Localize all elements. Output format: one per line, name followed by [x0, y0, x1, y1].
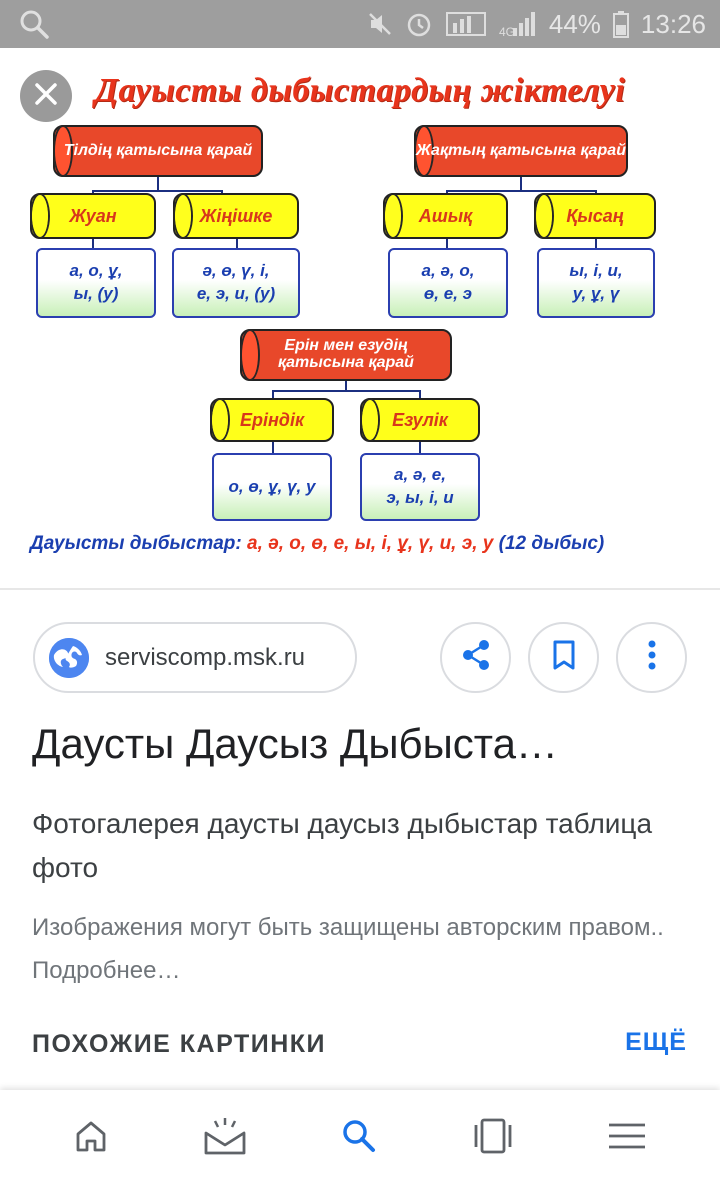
battery-icon — [612, 10, 629, 38]
nav-search[interactable] — [292, 1090, 426, 1187]
sounds-zhinishke: ә, ө, ү, і,е, э, и, (у) — [172, 248, 300, 318]
diagram-title: Дауысты дыбыстардың жіктелуі — [94, 72, 626, 109]
share-icon — [459, 638, 493, 677]
footer-count: (12 дыбыс) — [498, 533, 605, 554]
diagram-footer: Дауысты дыбыстар: а, ә, о, ө, е, ы, і, ұ… — [30, 533, 604, 555]
category-ashyk: Ашық — [383, 193, 508, 239]
sounds-zhuan: а, о, ұ,ы, (у) — [36, 248, 156, 318]
globe-icon — [49, 637, 89, 678]
footer-values: а, ә, о, ө, е, ы, і, ұ, ү, и, э, у — [241, 533, 499, 554]
result-description: Фотогалерея даусты даусыз дыбыстар табли… — [32, 808, 653, 883]
search-icon — [18, 8, 50, 40]
clock-text: 13:26 — [640, 8, 706, 39]
sounds-kysan: ы, і, и,у, ұ, ү — [537, 248, 655, 318]
sounds-erindik: о, ө, ұ, ү, у — [212, 453, 332, 521]
result-title[interactable]: Даусты Даусыз Дыбыста… — [32, 720, 558, 767]
status-bar: 4G 44% 13:26 — [0, 0, 720, 48]
bookmark-button[interactable] — [528, 622, 599, 693]
group-jaw: Жақтың қатысына қарай — [414, 125, 628, 177]
nav-tabs[interactable] — [426, 1090, 560, 1187]
category-ezulik: Езулік — [360, 398, 480, 442]
menu-icon — [608, 1122, 646, 1155]
close-icon — [33, 81, 59, 112]
sounds-ashyk: а, ә, о,ө, е, э — [388, 248, 508, 318]
group-tongue: Тілдің қатысына қарай — [53, 125, 263, 177]
search-icon — [341, 1118, 377, 1159]
divider — [0, 588, 720, 590]
source-link[interactable]: serviscomp.msk.ru — [33, 622, 357, 693]
more-options-button[interactable] — [616, 622, 687, 693]
mute-icon — [367, 11, 393, 37]
similar-images-heading: ПОХОЖИЕ КАРТИНКИ — [32, 1030, 326, 1058]
home-icon — [73, 1118, 109, 1159]
more-button[interactable]: ЕЩЁ — [625, 1028, 687, 1056]
more-vert-icon — [647, 639, 657, 676]
category-zhinishke: Жіңішке — [173, 193, 299, 239]
tabs-icon — [472, 1117, 514, 1160]
battery-text: 44% — [548, 8, 601, 39]
bottom-nav — [0, 1090, 720, 1187]
close-button[interactable] — [20, 70, 72, 122]
source-domain: serviscomp.msk.ru — [105, 643, 306, 671]
bookmark-icon — [551, 639, 577, 676]
alarm-icon — [405, 10, 433, 38]
updates-icon — [203, 1116, 247, 1161]
signal-icon: 4G — [499, 10, 537, 38]
svg-text:4G: 4G — [499, 25, 515, 38]
copyright-notice[interactable]: Изображения могут быть защищены авторски… — [32, 914, 664, 984]
data-icon — [445, 9, 487, 39]
nav-home[interactable] — [24, 1090, 158, 1187]
category-zhuan: Жуан — [30, 193, 156, 239]
sounds-ezulik: а, ә, е,э, ы, і, и — [360, 453, 480, 521]
footer-label: Дауысты дыбыстар: — [30, 533, 242, 554]
share-button[interactable] — [440, 622, 511, 693]
nav-menu[interactable] — [560, 1090, 694, 1187]
category-kysan: Қысаң — [534, 193, 656, 239]
group-lip: Ерін мен езудің қатысына қарай — [240, 329, 452, 381]
nav-updates[interactable] — [158, 1090, 292, 1187]
category-erindik: Еріндік — [210, 398, 334, 442]
